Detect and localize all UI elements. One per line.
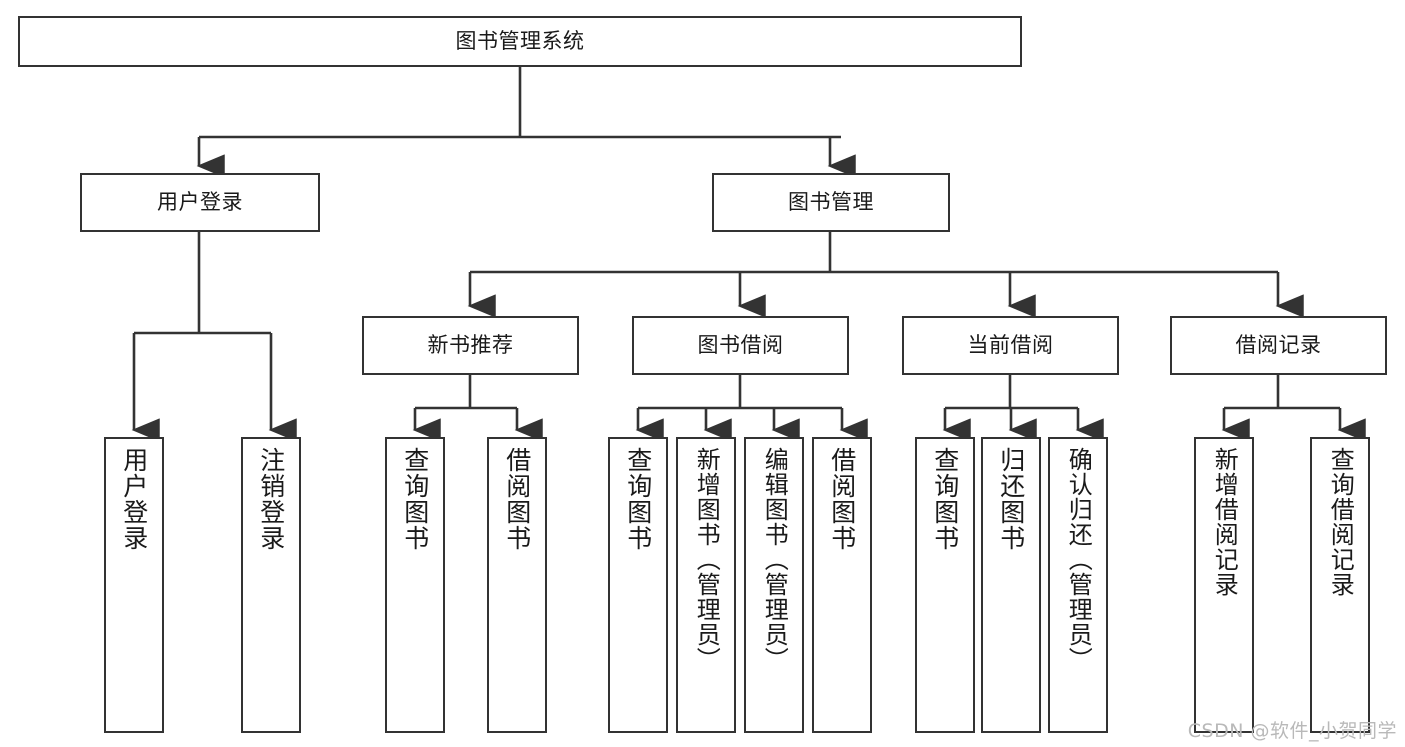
node-root[interactable]: 图书管理系统 — [18, 16, 1022, 67]
node-borrow-record[interactable]: 借阅记录 — [1170, 316, 1387, 375]
leaf-add-record[interactable]: 新增借阅记录 — [1194, 437, 1254, 733]
leaf-return-book-label: 归还图书 — [996, 447, 1026, 551]
leaf-confirm-return-label: 确认归还（管理员） — [1064, 447, 1093, 672]
leaf-query-record[interactable]: 查询借阅记录 — [1310, 437, 1370, 733]
leaf-borrow-book-2[interactable]: 借阅图书 — [812, 437, 872, 733]
leaf-user-login[interactable]: 用户登录 — [104, 437, 164, 733]
node-book-manage-label: 图书管理 — [788, 190, 874, 215]
leaf-add-book-label: 新增图书（管理员） — [692, 447, 721, 672]
leaf-borrow-book-2-label: 借阅图书 — [827, 447, 857, 551]
node-book-manage[interactable]: 图书管理 — [712, 173, 950, 232]
leaf-add-book[interactable]: 新增图书（管理员） — [676, 437, 736, 733]
node-user-login-label: 用户登录 — [157, 190, 243, 215]
node-new-book-recommend[interactable]: 新书推荐 — [362, 316, 579, 375]
leaf-edit-book[interactable]: 编辑图书（管理员） — [744, 437, 804, 733]
node-new-book-recommend-label: 新书推荐 — [427, 333, 514, 358]
node-borrow-record-label: 借阅记录 — [1235, 333, 1322, 358]
node-book-borrow[interactable]: 图书借阅 — [632, 316, 849, 375]
leaf-user-logout-label: 注销登录 — [256, 447, 286, 551]
leaf-query-record-label: 查询借阅记录 — [1326, 447, 1355, 597]
leaf-query-book-2-label: 查询图书 — [623, 447, 653, 551]
leaf-query-book-1-label: 查询图书 — [400, 447, 430, 551]
leaf-query-book-1[interactable]: 查询图书 — [385, 437, 445, 733]
leaf-add-record-label: 新增借阅记录 — [1210, 447, 1239, 597]
node-user-login[interactable]: 用户登录 — [80, 173, 320, 232]
leaf-edit-book-label: 编辑图书（管理员） — [760, 447, 789, 672]
leaf-query-book-3-label: 查询图书 — [930, 447, 960, 551]
leaf-borrow-book-1-label: 借阅图书 — [502, 447, 532, 551]
leaf-user-login-label: 用户登录 — [119, 447, 149, 551]
leaf-return-book[interactable]: 归还图书 — [981, 437, 1041, 733]
node-current-borrow[interactable]: 当前借阅 — [902, 316, 1119, 375]
leaf-borrow-book-1[interactable]: 借阅图书 — [487, 437, 547, 733]
node-root-label: 图书管理系统 — [455, 29, 585, 54]
node-book-borrow-label: 图书借阅 — [697, 333, 784, 358]
leaf-query-book-3[interactable]: 查询图书 — [915, 437, 975, 733]
leaf-query-book-2[interactable]: 查询图书 — [608, 437, 668, 733]
leaf-confirm-return[interactable]: 确认归还（管理员） — [1048, 437, 1108, 733]
node-current-borrow-label: 当前借阅 — [967, 333, 1054, 358]
watermark: CSDN @软件_小贺同学 — [1187, 720, 1397, 742]
leaf-user-logout[interactable]: 注销登录 — [241, 437, 301, 733]
